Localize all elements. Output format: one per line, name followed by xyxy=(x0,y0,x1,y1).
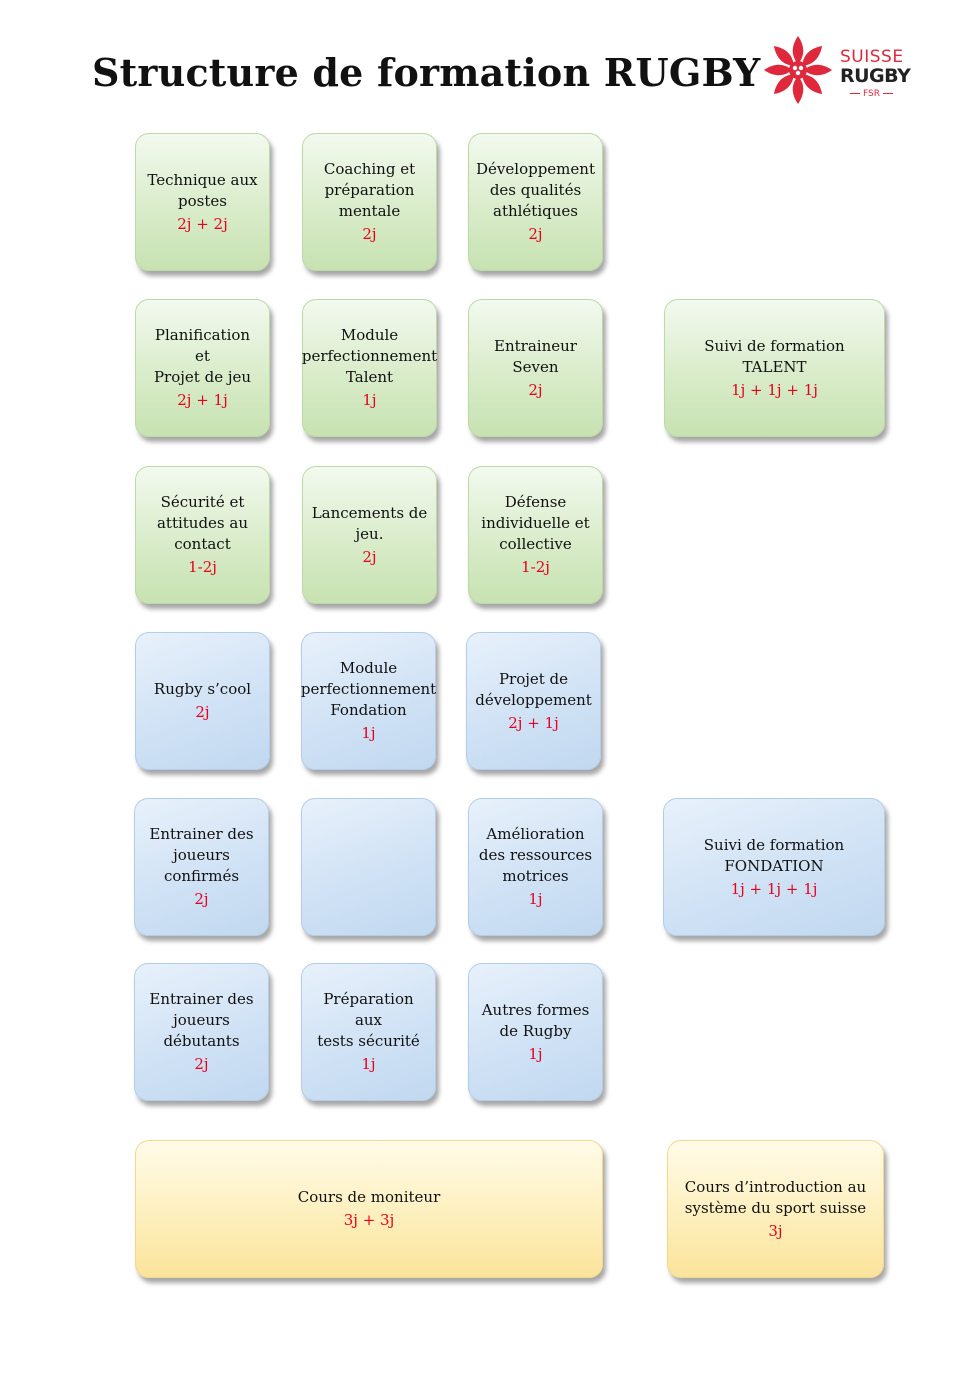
module-label: Entrainer des joueurs débutants xyxy=(149,990,254,1050)
module-label: Autres formes de Rugby xyxy=(481,1000,590,1040)
module-box-rugby-scool[interactable]: Rugby s’cool 2j xyxy=(135,632,270,770)
module-box-joueurs-debutants[interactable]: Entrainer des joueurs débutants 2j xyxy=(134,963,269,1101)
module-box-ressources-motrices[interactable]: Amélioration des ressources motrices 1j xyxy=(468,798,603,936)
module-box-securite-contact[interactable]: Sécurité et attitudes au contact 1-2j xyxy=(135,466,270,604)
module-duration: 1j xyxy=(528,1044,543,1063)
module-duration: 2j xyxy=(528,225,543,243)
module-duration: 1j xyxy=(361,1055,376,1073)
module-label: Module perfectionnement Fondation xyxy=(300,659,437,719)
module-box-developpement-athletique[interactable]: Développement des qualités athlétiques 2… xyxy=(468,133,603,271)
logo-text-suisse: SUISSE xyxy=(840,47,904,67)
module-box-technique-postes[interactable]: Technique aux postes 2j + 2j xyxy=(135,133,270,271)
module-duration: 1-2j xyxy=(521,558,550,576)
module-label: Rugby s’cool xyxy=(153,680,252,698)
module-box-empty xyxy=(301,798,436,936)
module-label: Amélioration des ressources motrices xyxy=(478,825,593,885)
page-title: Structure de formation RUGBY xyxy=(92,50,761,95)
module-label: Défense individuelle et collective xyxy=(481,493,590,553)
module-box-cours-introduction[interactable]: Cours d’introduction au système du sport… xyxy=(667,1140,884,1278)
module-box-defense[interactable]: Défense individuelle et collective 1-2j xyxy=(468,466,603,604)
module-box-cours-moniteur[interactable]: Cours de moniteur 3j + 3j xyxy=(135,1140,603,1278)
edelweiss-icon xyxy=(764,36,832,104)
module-label: Planification et Projet de jeu xyxy=(153,326,252,386)
module-label: Projet de développement xyxy=(475,669,592,709)
module-box-tests-securite[interactable]: Préparation aux tests sécurité 1j xyxy=(301,963,436,1101)
logo-text-rugby: RUGBY xyxy=(840,65,911,87)
module-duration: 1j xyxy=(361,724,376,742)
module-label: Préparation aux tests sécurité xyxy=(317,990,420,1050)
module-box-planification[interactable]: Planification et Projet de jeu 2j + 1j xyxy=(135,299,270,437)
module-box-joueurs-confirmes[interactable]: Entrainer des joueurs confirmés 2j xyxy=(134,798,269,936)
module-label: Cours de moniteur xyxy=(297,1188,441,1206)
module-box-entraineur-seven[interactable]: Entraineur Seven 2j xyxy=(468,299,603,437)
module-duration: 2j xyxy=(362,225,377,243)
module-duration: 3j + 3j xyxy=(343,1211,395,1229)
module-duration: 2j xyxy=(528,380,543,399)
module-duration: 2j xyxy=(362,547,377,566)
logo-text-fsr: FSR xyxy=(847,89,896,99)
module-duration: 1j xyxy=(528,890,543,908)
module-label: Coaching et préparation mentale xyxy=(323,160,416,220)
module-box-lancements-jeu[interactable]: Lancements de jeu. 2j xyxy=(302,466,437,604)
module-box-coaching[interactable]: Coaching et préparation mentale 2j xyxy=(302,133,437,271)
module-duration: 2j + 1j xyxy=(177,391,228,409)
module-duration: 1j + 1j + 1j xyxy=(730,879,818,898)
module-label: Développement des qualités athlétiques xyxy=(476,160,595,220)
module-duration: 1-2j xyxy=(188,558,217,576)
module-duration: 2j + 1j xyxy=(508,713,559,732)
module-box-projet-developpement[interactable]: Projet de développement 2j + 1j xyxy=(466,632,601,770)
suisse-rugby-logo: SUISSE RUGBY FSR xyxy=(760,32,920,108)
module-box-perfectionnement-fondation[interactable]: Module perfectionnement Fondation 1j xyxy=(301,632,436,770)
module-label: Lancements de jeu. xyxy=(311,503,428,543)
module-duration: 1j xyxy=(362,391,377,409)
module-label: Cours d’introduction au système du sport… xyxy=(684,1177,867,1217)
module-label: Module perfectionnement Talent xyxy=(301,326,438,386)
module-label: Technique aux postes xyxy=(147,170,258,210)
module-duration: 3j xyxy=(768,1221,783,1240)
module-duration: 1j + 1j + 1j xyxy=(731,380,818,399)
module-box-suivi-fondation[interactable]: Suivi de formation FONDATION 1j + 1j + 1… xyxy=(663,798,885,936)
module-label: Sécurité et attitudes au contact xyxy=(156,493,249,553)
module-box-suivi-talent[interactable]: Suivi de formation TALENT 1j + 1j + 1j xyxy=(664,299,885,437)
module-duration: 2j xyxy=(195,703,210,721)
module-label: Suivi de formation TALENT xyxy=(704,336,845,376)
module-duration: 2j xyxy=(194,890,209,908)
module-duration: 2j + 2j xyxy=(177,214,228,233)
module-label: Entraineur Seven xyxy=(494,336,577,376)
module-label: Entrainer des joueurs confirmés xyxy=(149,825,254,885)
module-duration: 2j xyxy=(194,1055,209,1073)
module-label: Suivi de formation FONDATION xyxy=(703,835,845,875)
module-box-autres-formes[interactable]: Autres formes de Rugby 1j xyxy=(468,963,603,1101)
module-box-perfectionnement-talent[interactable]: Module perfectionnement Talent 1j xyxy=(302,299,437,437)
